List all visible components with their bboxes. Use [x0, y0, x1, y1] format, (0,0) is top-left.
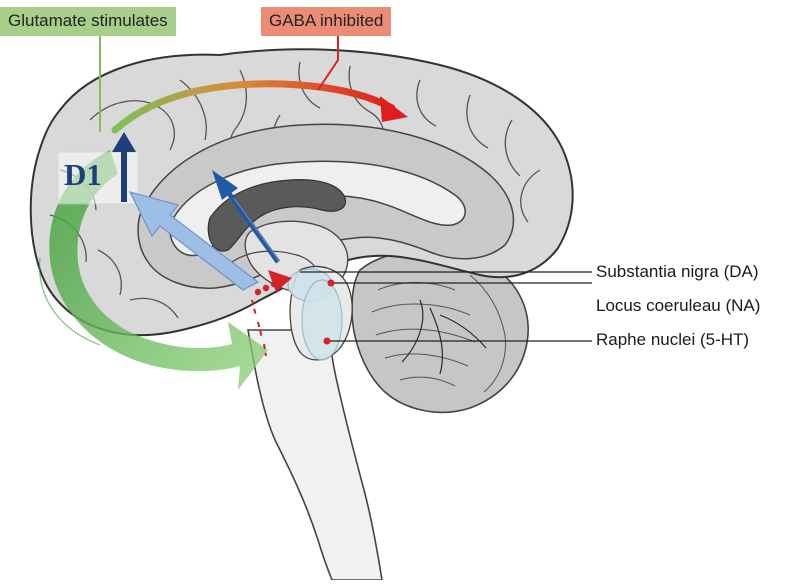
d1-label: D1 [64, 158, 102, 192]
gaba-tag: GABA inhibited [261, 7, 391, 36]
locus-coeruleus-label: Locus coeruleau (NA) [596, 296, 760, 316]
raphe-dot [324, 338, 331, 345]
locus-coeruleus-region [302, 280, 342, 360]
raphe-nuclei-label: Raphe nuclei (5-HT) [596, 330, 749, 350]
locus-coeruleus-dot [328, 280, 335, 287]
brainstem [248, 330, 382, 580]
glutamate-tag: Glutamate stimulates [0, 7, 176, 36]
substantia-nigra-label: Substantia nigra (DA) [596, 262, 759, 282]
